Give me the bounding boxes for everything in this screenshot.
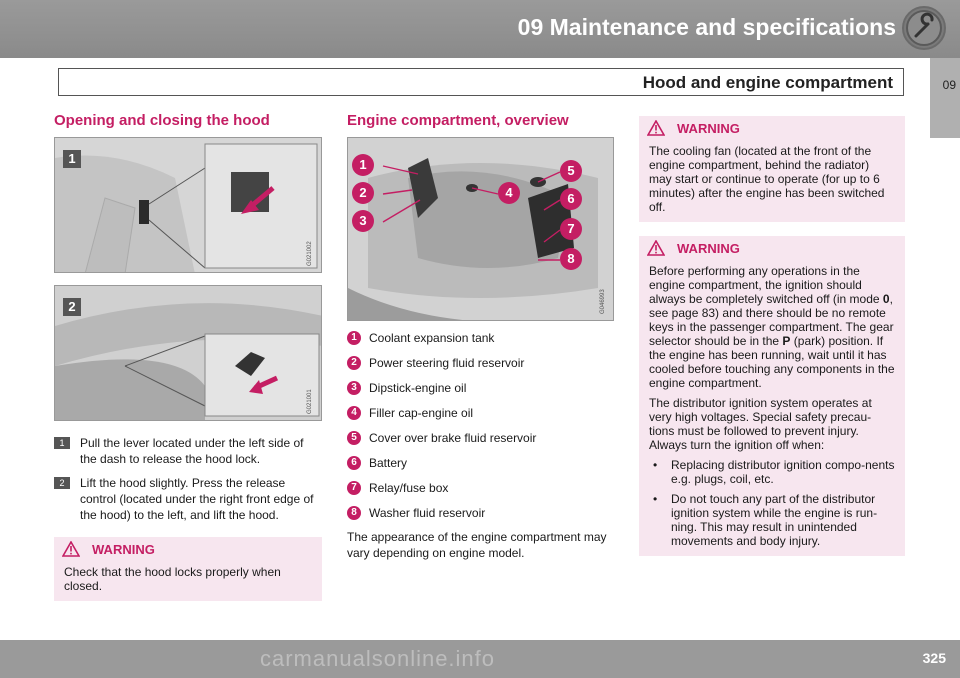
legend-item: 2 Power steering fluid reservoir [347, 354, 614, 371]
legend-number: 8 [347, 505, 361, 520]
warning-header: WARNING [54, 537, 322, 561]
legend-label: Cover over brake fluid reservoir [369, 430, 537, 445]
callout-3: 3 [352, 210, 374, 232]
ignition-mode: 0 [882, 292, 890, 306]
bullet-text: Replacing distributor ignition compo-nen… [671, 458, 895, 486]
engine-figure-code: G046993 [600, 289, 606, 314]
legend-item: 4 Filler cap-engine oil [347, 404, 614, 421]
step-number: 2 [54, 477, 70, 489]
legend-number: 4 [347, 405, 361, 420]
footer-band [0, 640, 960, 678]
step-text: Pull the lever located under the left si… [80, 436, 304, 466]
hood-step-1: 1 Pull the lever located under the left … [54, 435, 322, 467]
figure-2-code: G021001 [307, 389, 313, 414]
step-number: 1 [54, 437, 70, 449]
warning-triangle-icon [647, 120, 665, 136]
engine-legend: 1 Coolant expansion tank 2 Power steerin… [347, 329, 614, 521]
legend-item: 8 Washer fluid reservoir [347, 504, 614, 521]
warning-triangle-icon [62, 541, 80, 557]
warning-text: Check that the hood locks properly when … [64, 565, 281, 593]
legend-number: 6 [347, 455, 361, 470]
engine-compartment-illustration [348, 138, 613, 320]
figure-1-code: G021002 [307, 241, 313, 266]
warnings-column: WARNING The cooling fan (located at the … [639, 116, 905, 556]
warning-paragraph: The distributor ignition system operates… [649, 396, 872, 452]
section-bar: Hood and engine compartment [58, 68, 904, 96]
callout-2: 2 [352, 182, 374, 204]
legend-label: Filler cap-engine oil [369, 405, 474, 420]
legend-label: Washer fluid reservoir [369, 505, 486, 520]
wrench-icon [902, 6, 946, 50]
legend-item: 5 Cover over brake fluid reservoir [347, 429, 614, 446]
warning-bullets: • Replacing distributor ignition compo-ne… [649, 458, 895, 548]
legend-number: 2 [347, 355, 361, 370]
callout-6: 6 [560, 188, 582, 210]
legend-item: 7 Relay/fuse box [347, 479, 614, 496]
legend-label: Coolant expansion tank [369, 330, 495, 345]
warning-title: WARNING [677, 240, 740, 256]
bullet-text: Do not touch any part of the distributor… [671, 492, 878, 548]
hood-release-illustration [55, 286, 321, 420]
hood-lever-illustration [55, 138, 321, 272]
legend-number: 1 [347, 330, 361, 345]
page-number: 325 [922, 650, 946, 666]
callout-1: 1 [352, 154, 374, 176]
warning-title: WARNING [92, 541, 155, 557]
chapter-tab-label: 09 [942, 78, 956, 92]
chapter-title: 09 Maintenance and specifications [517, 14, 896, 40]
warning-header: WARNING [639, 116, 905, 140]
legend-label: Battery [369, 455, 408, 470]
header-band [0, 0, 960, 58]
hood-warning: WARNING Check that the hood locks proper… [54, 537, 322, 601]
legend-label: Power steering fluid reservoir [369, 355, 525, 370]
bullet-item: • Replacing distributor ignition compo-ne… [649, 458, 895, 486]
hood-release-figure: 2 G021001 [54, 285, 322, 421]
warning-triangle-icon [647, 240, 665, 256]
legend-item: 3 Dipstick-engine oil [347, 379, 614, 396]
section-title: Hood and engine compartment [642, 73, 893, 92]
hood-heading: Opening and closing the hood [54, 112, 270, 129]
legend-item: 6 Battery [347, 454, 614, 471]
step-text: Lift the hood slightly. Press the releas… [80, 476, 314, 522]
legend-number: 3 [347, 380, 361, 395]
legend-label: Dipstick-engine oil [369, 380, 467, 395]
warning-title: WARNING [677, 120, 740, 136]
ignition-warning: WARNING Before performing any operations… [639, 236, 905, 556]
engine-heading: Engine compartment, overview [347, 112, 569, 129]
bullet-dot: • [653, 458, 658, 472]
warning-paragraph: Before performing any operations in the … [649, 264, 895, 390]
callout-8: 8 [560, 248, 582, 270]
bullet-dot: • [653, 492, 658, 506]
legend-label: Relay/fuse box [369, 480, 449, 495]
watermark: carmanualsonline.info [260, 646, 496, 671]
legend-number: 7 [347, 480, 361, 495]
legend-item: 1 Coolant expansion tank [347, 329, 614, 346]
engine-figure: 1 2 3 4 5 6 7 8 G046993 [347, 137, 614, 321]
warning-text-part: (park) position. If the engine has been … [649, 334, 895, 390]
warning-header: WARNING [639, 236, 905, 260]
figure-1-label: 1 [63, 150, 81, 168]
hood-column: Opening and closing the hood 1 G021002 [54, 112, 322, 601]
hood-step-2: 2 Lift the hood slightly. Press the rele… [54, 475, 322, 523]
engine-note: The appearance of the engine compartment… [347, 530, 607, 560]
warning-text-part: Before performing any operations in the … [649, 264, 883, 306]
callout-4: 4 [498, 182, 520, 204]
warning-body: Before performing any operations in the … [639, 260, 905, 548]
callout-5: 5 [560, 160, 582, 182]
hood-lever-figure: 1 G021002 [54, 137, 322, 273]
warning-text-part: , see page 83) and there should be no re… [649, 292, 894, 348]
cooling-fan-warning: WARNING The cooling fan (located at the … [639, 116, 905, 222]
bullet-item: • Do not touch any part of the distributo… [649, 492, 895, 548]
engine-column: Engine compartment, overview 1 2 3 4 5 6… [347, 112, 614, 561]
callout-7: 7 [560, 218, 582, 240]
figure-2-label: 2 [63, 298, 81, 316]
warning-text: The cooling fan (located at the front of… [649, 144, 885, 214]
park-position: P [782, 334, 791, 348]
chapter-tab [930, 58, 960, 138]
legend-number: 5 [347, 430, 361, 445]
